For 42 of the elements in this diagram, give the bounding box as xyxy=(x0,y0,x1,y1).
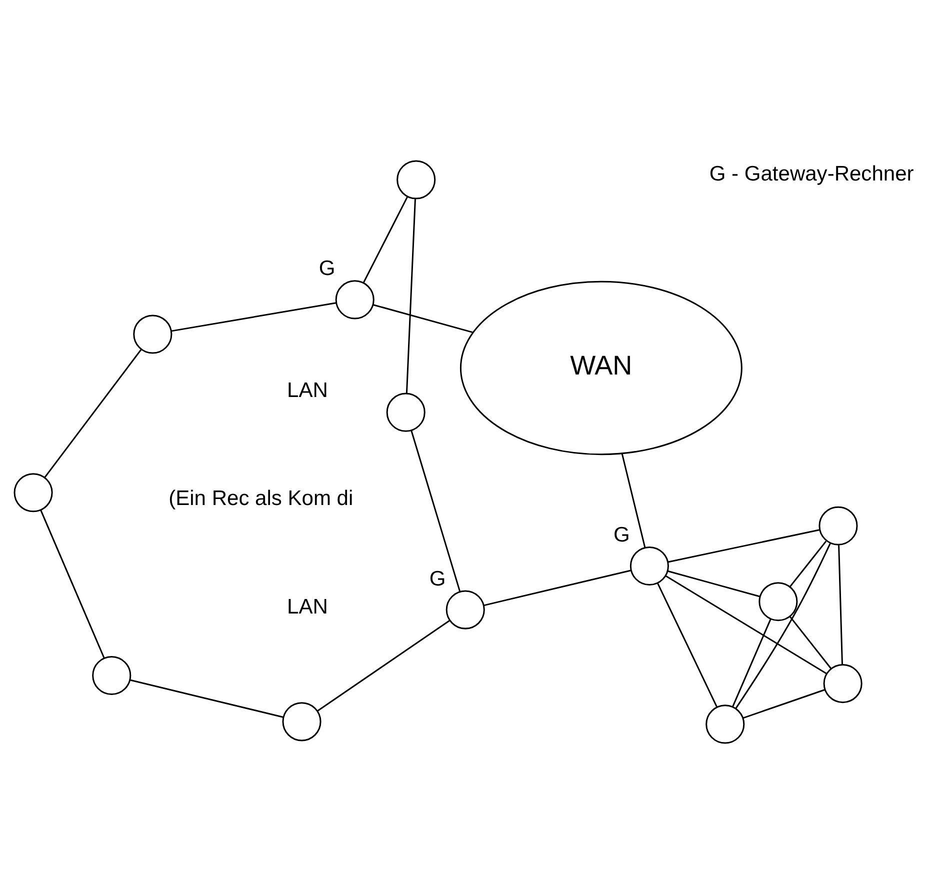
connector xyxy=(372,304,473,334)
node-circle xyxy=(818,506,858,546)
connector xyxy=(171,302,336,332)
node-circle xyxy=(706,704,745,744)
node-circle xyxy=(396,160,436,200)
connector xyxy=(668,529,820,563)
node-circle xyxy=(386,392,426,432)
label: G - Gateway-Rechner xyxy=(709,162,914,186)
node-circle xyxy=(446,590,485,630)
node-ellipse: WAN xyxy=(460,280,742,456)
connector xyxy=(838,545,843,665)
label: (Ein Rec als Kom di xyxy=(168,487,354,510)
connector xyxy=(406,199,416,394)
node-circle xyxy=(630,546,669,586)
node-circle xyxy=(282,702,322,742)
connector xyxy=(656,582,718,707)
connector xyxy=(668,570,760,598)
node-label: G xyxy=(613,524,630,547)
connector xyxy=(410,430,461,592)
connector xyxy=(362,196,408,284)
connector xyxy=(742,689,826,719)
node-label: G xyxy=(318,257,336,280)
connector xyxy=(735,543,831,709)
node-circle xyxy=(14,473,53,512)
node-circle xyxy=(335,280,374,320)
connector xyxy=(789,540,827,588)
node-label: G xyxy=(429,567,446,590)
connector xyxy=(666,575,827,674)
connector xyxy=(621,454,646,548)
connector xyxy=(44,348,142,478)
connector xyxy=(40,510,105,658)
node-circle xyxy=(758,582,798,622)
connector xyxy=(484,570,631,606)
connector xyxy=(789,616,832,669)
label: LAN xyxy=(287,595,328,618)
node-circle xyxy=(92,656,132,696)
node-circle xyxy=(133,314,172,354)
connector xyxy=(130,679,284,718)
connector xyxy=(732,618,772,707)
connector xyxy=(317,620,450,712)
node-circle xyxy=(823,664,862,704)
label: LAN xyxy=(287,378,328,402)
